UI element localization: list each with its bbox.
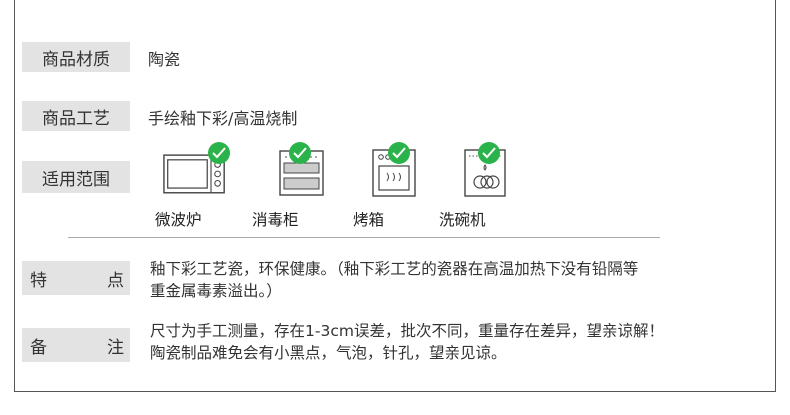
features-text: 釉下彩工艺瓷，环保健康。（釉下彩工艺的瓷器在高温加热下没有铅隔等 重金属毒素溢出… <box>150 258 638 302</box>
features-label: 特 点 <box>22 261 130 295</box>
appliance-caption: 微波炉 <box>155 211 202 229</box>
dishwasher-icon <box>464 149 506 197</box>
appliance-caption: 烤箱 <box>353 211 385 229</box>
appliance-dishwasher: 洗碗机 <box>439 142 532 229</box>
material-label: 商品材质 <box>22 42 130 72</box>
scope-label: 适用范围 <box>22 161 130 193</box>
features-label-right: 点 <box>107 270 124 291</box>
appliance-caption: 洗碗机 <box>439 211 486 229</box>
features-line-1: 釉下彩工艺瓷，环保健康。（釉下彩工艺的瓷器在高温加热下没有铅隔等 <box>150 260 639 278</box>
check-icon <box>478 142 500 164</box>
appliance-caption: 消毒柜 <box>252 211 299 229</box>
info-frame <box>14 0 776 392</box>
check-icon <box>388 142 410 164</box>
notes-label: 备 注 <box>22 328 130 362</box>
divider <box>68 237 660 238</box>
check-icon <box>289 142 311 164</box>
check-icon <box>208 142 230 164</box>
craft-value: 手绘釉下彩/高温烧制 <box>148 109 298 128</box>
features-label-left: 特 <box>30 270 47 291</box>
notes-text: 尺寸为手工测量，存在1-3cm误差，批次不同，重量存在差异，望亲谅解！ 陶瓷制品… <box>150 320 664 364</box>
appliance-oven: 烤箱 <box>350 142 440 229</box>
appliance-sterilizer: 消毒柜 <box>252 142 347 229</box>
features-line-2: 重金属毒素溢出。） <box>150 282 282 300</box>
notes-line-2: 陶瓷制品难免会有小黑点，气泡，针孔，望亲见谅。 <box>150 344 507 362</box>
notes-line-1: 尺寸为手工测量，存在1-3cm误差，批次不同，重量存在差异，望亲谅解！ <box>150 322 664 340</box>
notes-label-left: 备 <box>30 337 47 358</box>
craft-label: 商品工艺 <box>22 101 130 131</box>
notes-label-right: 注 <box>107 337 124 358</box>
appliance-microwave: 微波炉 <box>150 142 240 229</box>
material-value: 陶瓷 <box>148 50 181 69</box>
